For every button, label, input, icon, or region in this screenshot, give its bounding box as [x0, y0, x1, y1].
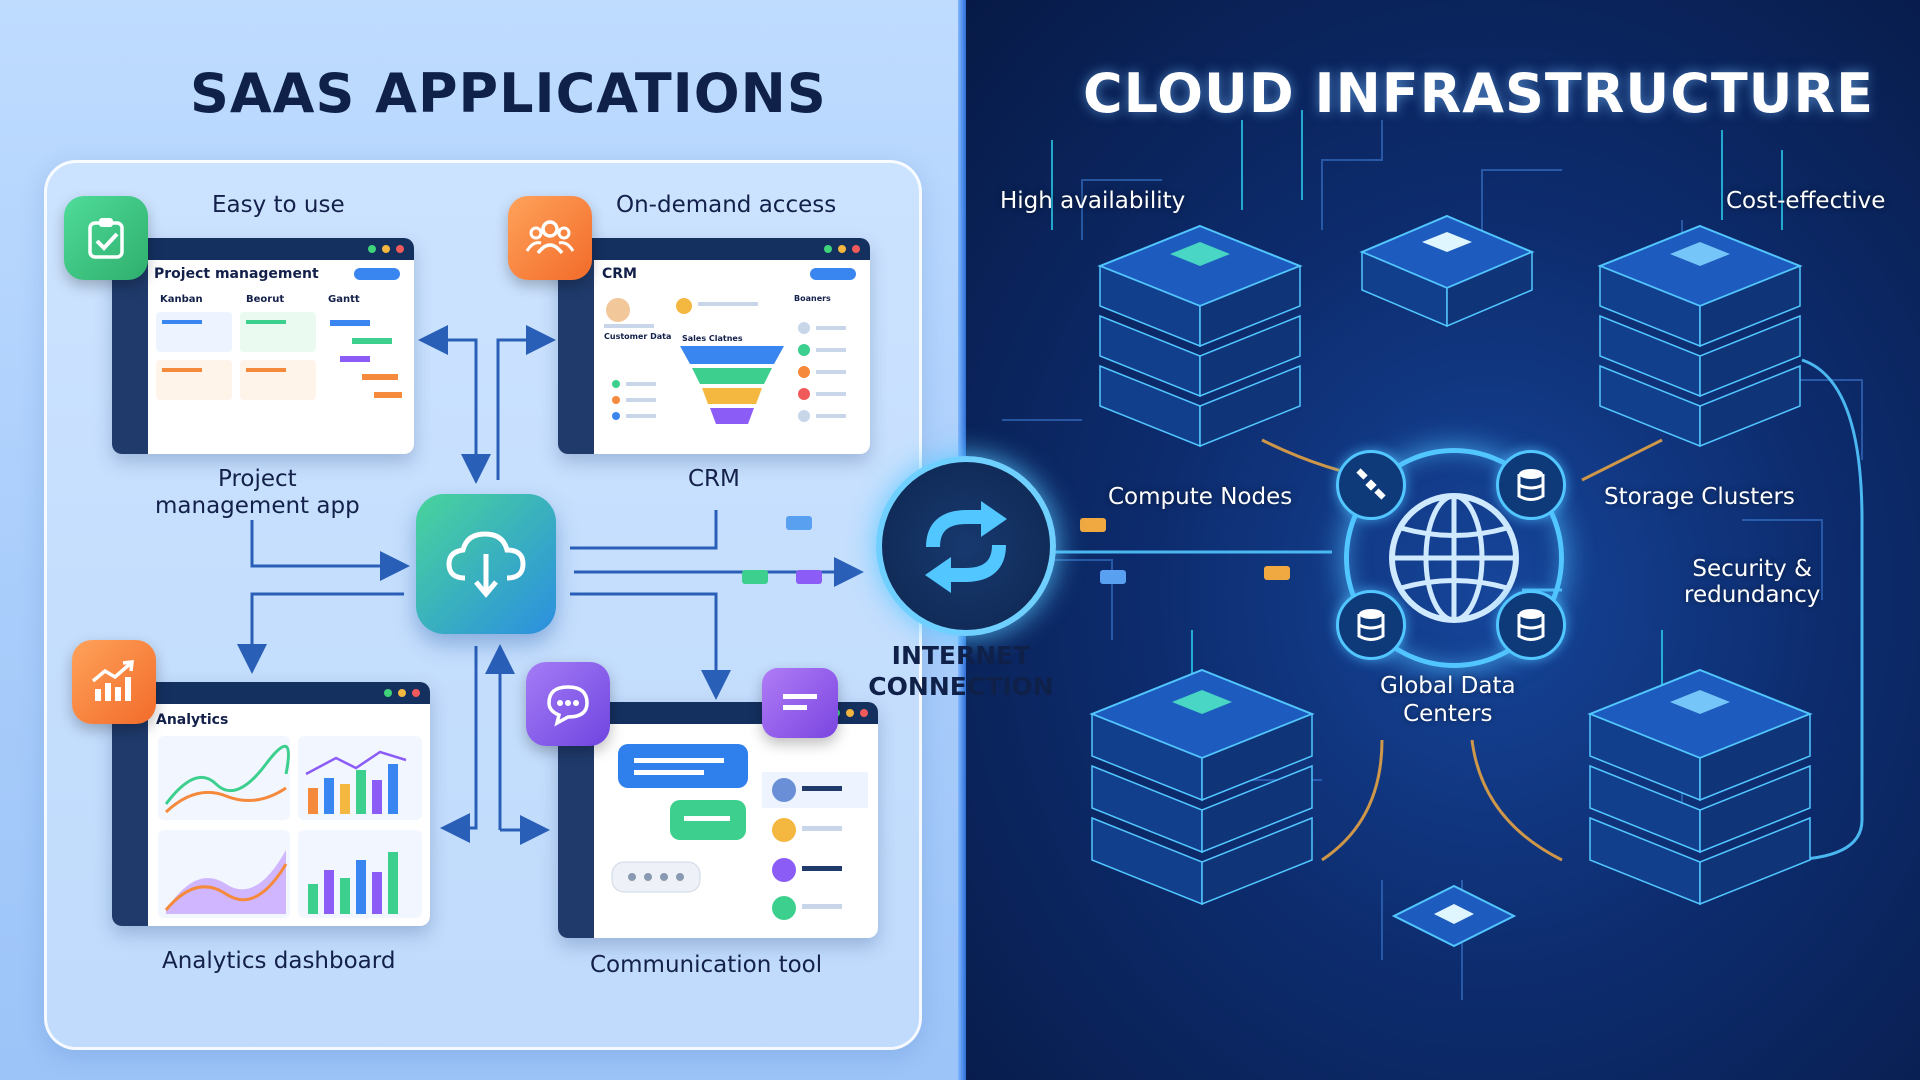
crm-caption: CRM [688, 466, 740, 492]
data-packet [742, 570, 768, 584]
project-window-title: Project management [154, 266, 319, 282]
saas-heading: SAAS APPLICATIONS [190, 62, 827, 125]
sync-arrows-icon [876, 456, 1056, 636]
globe-icon [1344, 448, 1564, 668]
crm-window: CRM Customer Data Sales Clatnes Boaners [558, 238, 870, 454]
server-icon [1097, 224, 1303, 448]
data-packet [1080, 518, 1106, 532]
cloud-download-icon [416, 494, 556, 634]
label-security-redundancy: Security & redundancy [1684, 556, 1821, 608]
data-packet [1264, 566, 1290, 580]
label-compute-nodes: Compute Nodes [1108, 484, 1293, 510]
crm-boaners-label: Boaners [794, 294, 831, 303]
chip-icon [1391, 884, 1517, 948]
server-icon [1587, 668, 1813, 906]
label-cost-effective: Cost-effective [1726, 188, 1886, 214]
project-app-caption: Project management app [155, 466, 360, 519]
server-icon [1089, 668, 1315, 906]
data-packet [796, 570, 822, 584]
analytics-window-title: Analytics [156, 712, 229, 728]
label-high-availability: High availability [1000, 188, 1186, 214]
chat-icon [526, 662, 610, 746]
feature-on-demand-access: On-demand access [616, 192, 837, 218]
crm-customer-data-label: Customer Data [604, 332, 672, 341]
crm-window-title: CRM [602, 266, 637, 282]
label-storage-clusters: Storage Clusters [1604, 484, 1795, 510]
cloud-heading: CLOUD INFRASTRUCTURE [1083, 62, 1874, 125]
communication-window [558, 702, 878, 938]
column-beorut: Beorut [246, 294, 285, 305]
satellite-icon [1336, 450, 1406, 520]
project-management-window: Project management Kanban Beorut Gantt [112, 238, 414, 454]
data-packet [1100, 570, 1126, 584]
internet-connection-label: INTERNET CONNECTION [868, 641, 1054, 701]
message-bubble-icon [762, 668, 838, 738]
clipboard-check-icon [64, 196, 148, 280]
chart-up-icon [72, 640, 156, 724]
feature-easy-to-use: Easy to use [212, 192, 345, 218]
database-icon [1496, 450, 1566, 520]
database-icon [1496, 590, 1566, 660]
analytics-caption: Analytics dashboard [162, 948, 396, 974]
label-global-data-centers: Global Data Centers [1380, 673, 1516, 727]
server-icon [1597, 224, 1803, 448]
data-packet [786, 516, 812, 530]
column-gantt: Gantt [328, 294, 360, 305]
analytics-window: Analytics [112, 682, 430, 926]
users-icon [508, 196, 592, 280]
column-kanban: Kanban [160, 294, 203, 305]
database-icon [1336, 590, 1406, 660]
server-icon [1359, 214, 1535, 328]
communication-caption: Communication tool [590, 952, 823, 978]
crm-sales-label: Sales Clatnes [682, 334, 743, 343]
